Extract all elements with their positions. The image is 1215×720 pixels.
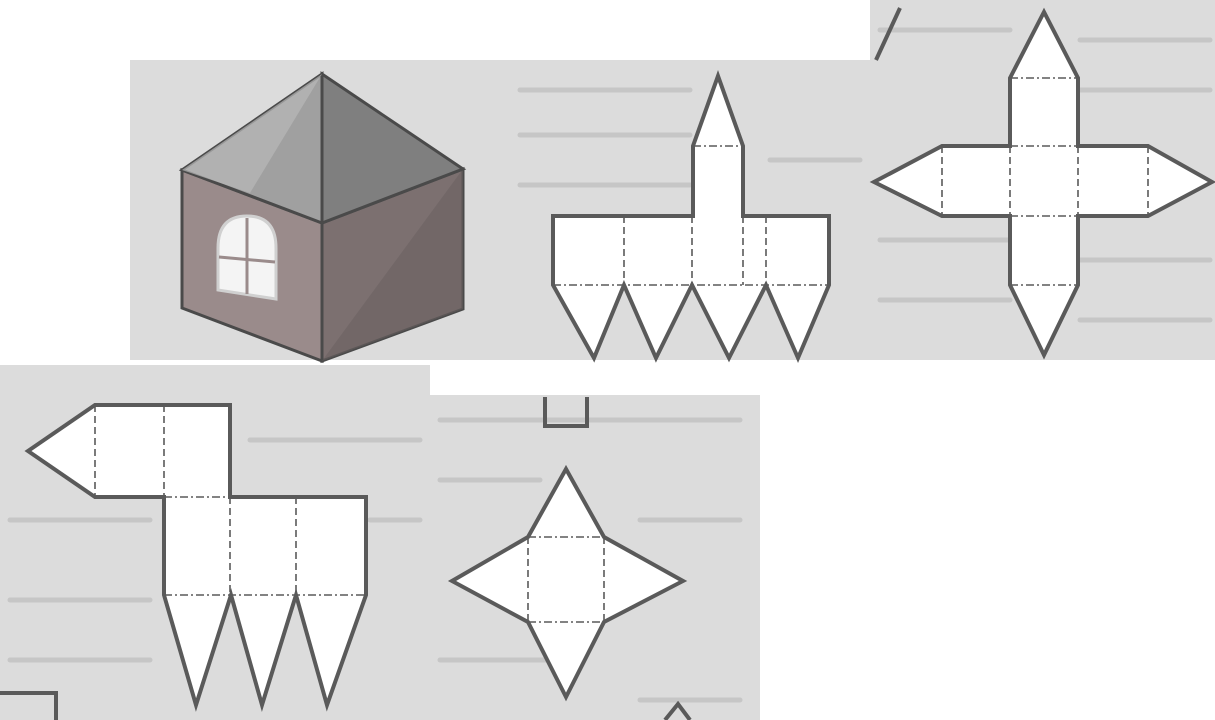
net-1 <box>551 70 831 364</box>
faint-text-lines <box>7 27 1213 703</box>
house-roof-right <box>320 71 467 226</box>
net-2 <box>869 7 1215 360</box>
house-roof-highlight <box>182 74 322 193</box>
net-3 <box>0 403 368 720</box>
net-4 <box>447 397 692 720</box>
house-illustration <box>178 71 467 364</box>
house-right-wall-shade <box>322 169 463 361</box>
house-window <box>216 214 278 301</box>
